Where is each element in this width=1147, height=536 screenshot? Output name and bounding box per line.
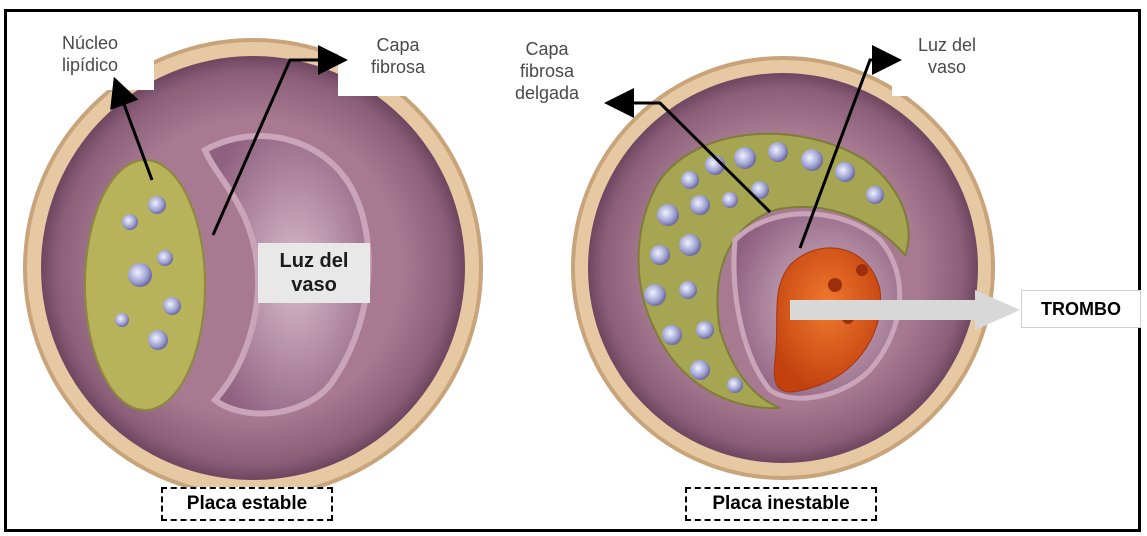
label-nucleo-lipidico: Núcleo lipídico <box>26 32 154 76</box>
label-luz-del-vaso-left: Luz del vaso <box>258 243 370 303</box>
unstable-lipid-cell <box>835 162 855 182</box>
stable-lipid-cell <box>148 196 166 214</box>
unstable-lipid-cell <box>801 149 823 171</box>
stable-lipid-cell <box>122 214 138 230</box>
unstable-lipid-cell <box>657 204 679 226</box>
unstable-lipid-cell <box>681 171 699 189</box>
caption-placa-inestable: Placa inestable <box>685 487 877 521</box>
unstable-lipid-cell <box>679 281 697 299</box>
unstable-lipid-cell <box>727 377 743 393</box>
stable-lipid-cell <box>128 263 152 287</box>
stable-lipid-cell <box>115 313 129 327</box>
unstable-lipid-cell <box>644 284 666 306</box>
unstable-lipid-cell <box>734 147 756 169</box>
stable-lipid-cell <box>163 297 181 315</box>
unstable-lipid-cell <box>722 192 738 208</box>
unstable-lipid-cell <box>866 186 884 204</box>
unstable-lipid-cell <box>650 245 670 265</box>
thrombus-cell <box>828 278 842 292</box>
unstable-artery <box>573 58 993 478</box>
unstable-lipid-cell <box>768 142 788 162</box>
unstable-lipid-cell <box>690 195 710 215</box>
label-capa-fibrosa: Capa fibrosa <box>338 34 458 78</box>
thrombus-cell <box>856 264 868 276</box>
label-capa-fibrosa-delgada: Capa fibrosa delgada <box>484 38 610 104</box>
unstable-lipid-cell <box>679 234 701 256</box>
unstable-lipid-cell <box>662 325 682 345</box>
stable-artery <box>25 40 481 496</box>
stable-lipid-cell <box>157 250 173 266</box>
label-luz-del-vaso-right: Luz del vaso <box>892 34 1002 78</box>
unstable-lipid-cell <box>690 360 710 380</box>
stable-lipid-cell <box>148 330 168 350</box>
caption-placa-estable: Placa estable <box>161 487 333 521</box>
label-trombo: TROMBO <box>1021 290 1141 328</box>
unstable-lipid-cell <box>696 321 714 339</box>
